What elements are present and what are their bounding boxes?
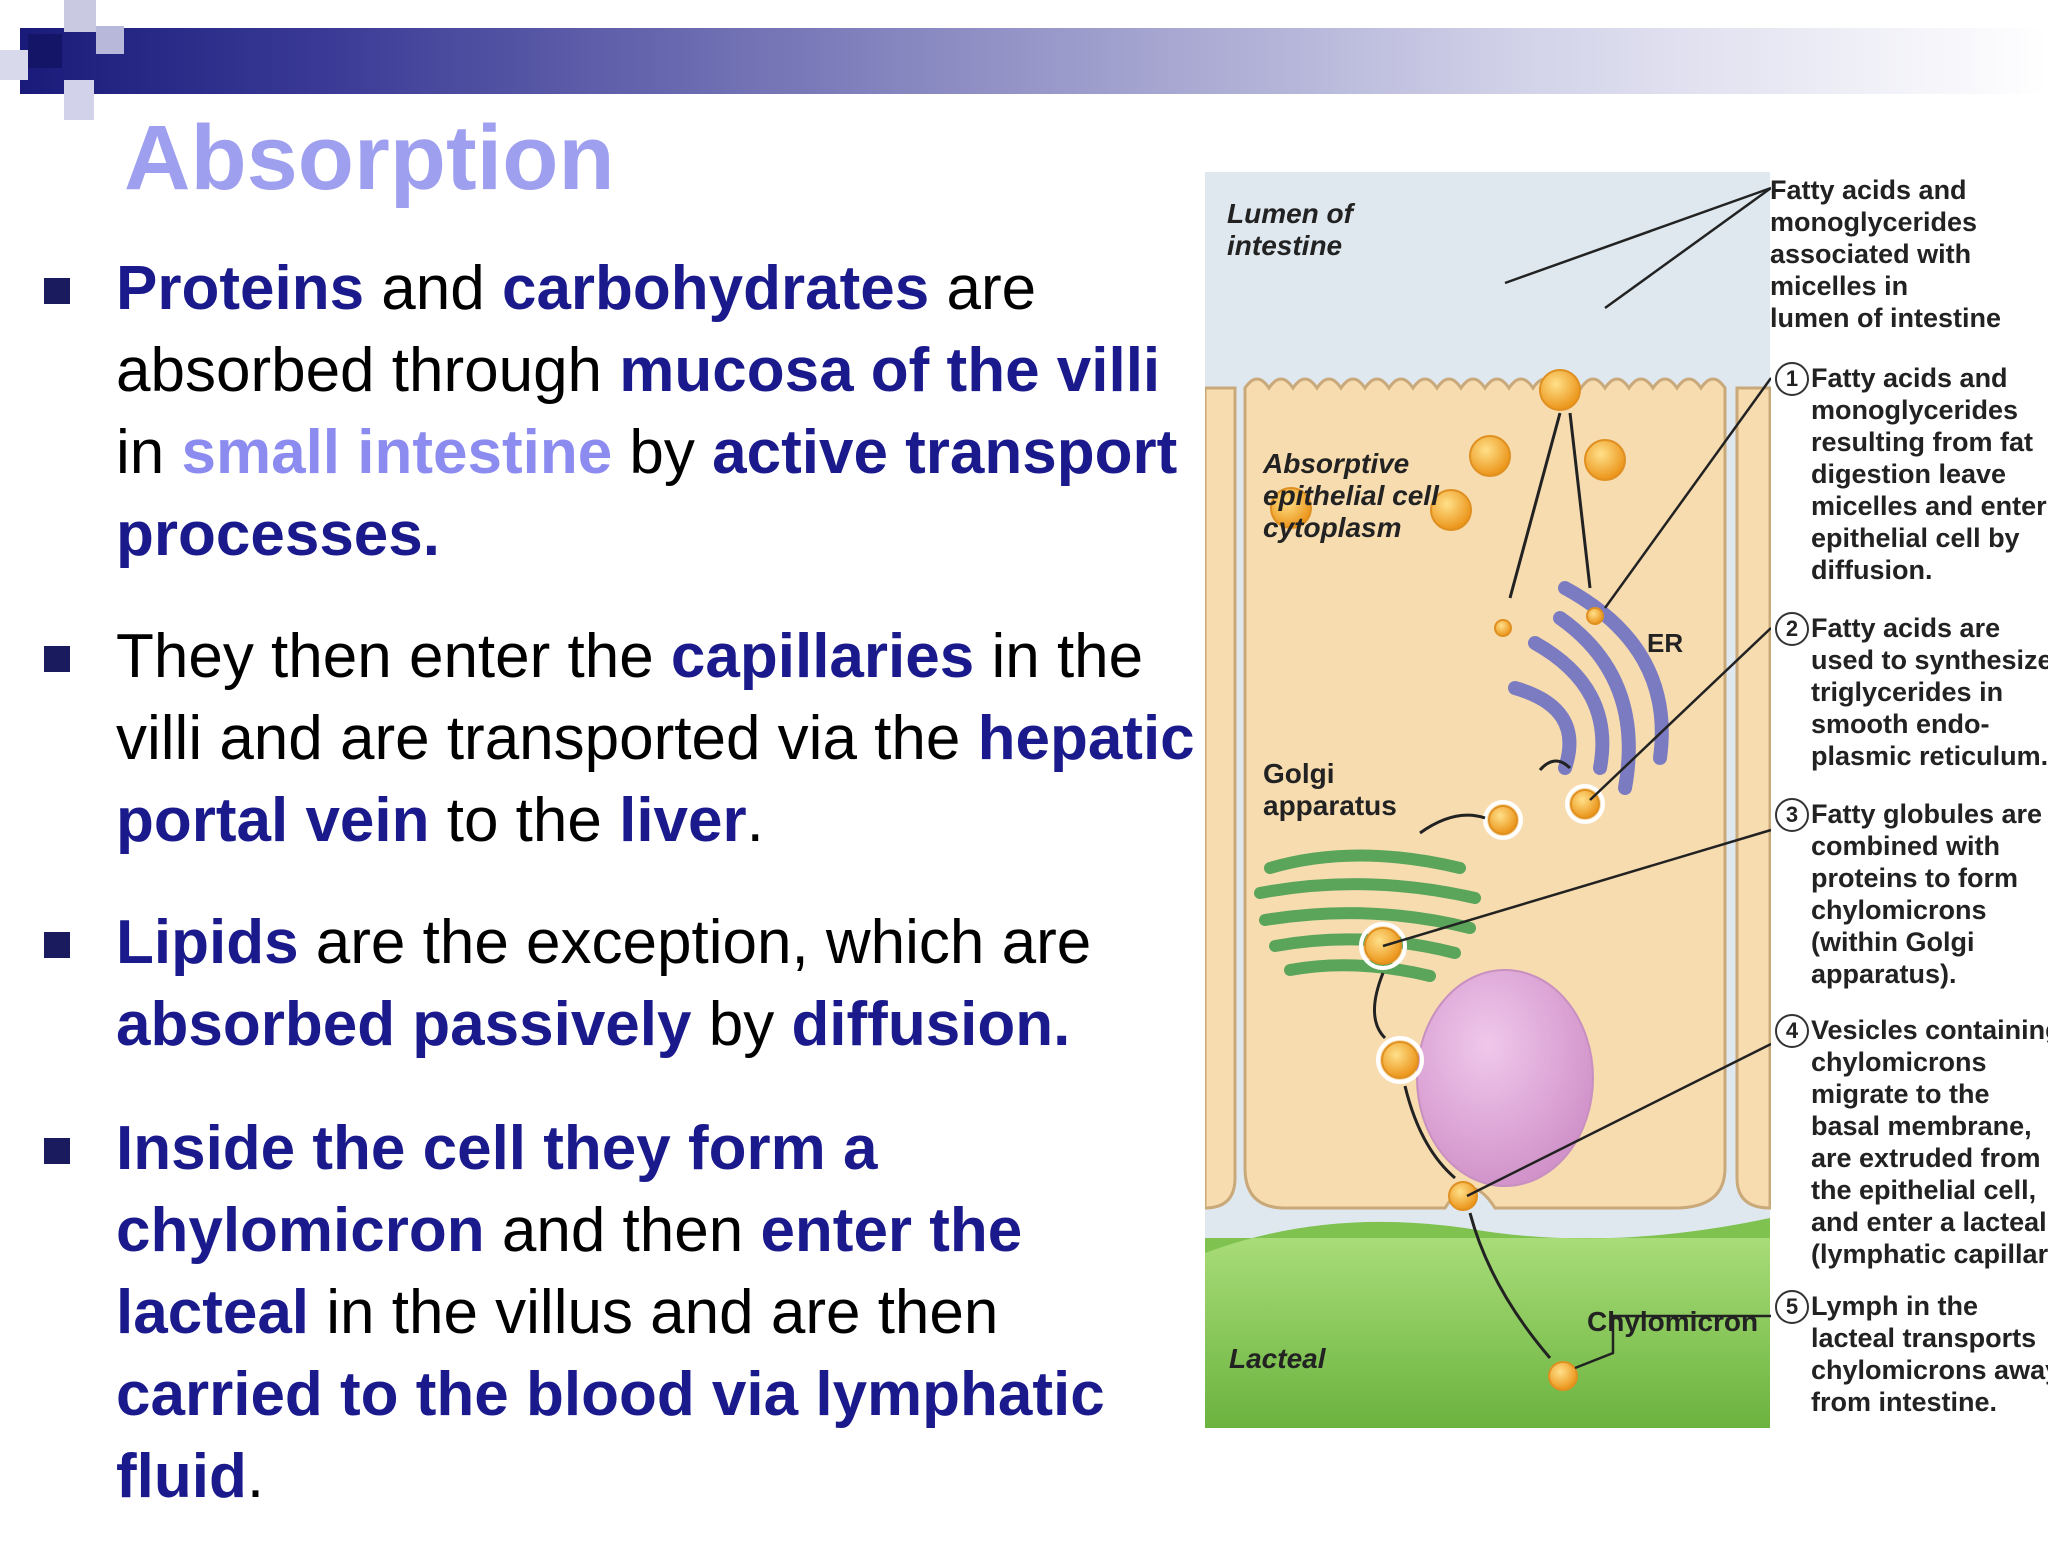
micelle-droplets [1270, 369, 1626, 531]
label-cytoplasm: Absorptive epithelial cell cytoplasm [1263, 448, 1439, 543]
bullet-text-run: carried to the blood via lymphatic fluid [116, 1360, 1105, 1511]
lipid-absorption-diagram: ER [1205, 168, 2048, 1428]
bullet-text-run: capillaries [670, 622, 975, 691]
leader-lines [1382, 186, 1773, 1370]
bullet-text-run: They then enter the [116, 622, 671, 691]
header-square-light [64, 80, 94, 120]
bullet-item: They then enter the capillaries in the v… [38, 616, 1198, 862]
bullet-text-run: by [612, 418, 713, 487]
bullet-text-run: and then [484, 1196, 761, 1265]
bullet-item: Proteins and carbohydrates are absorbed … [38, 248, 1198, 576]
epithelial-cell [1243, 377, 1727, 1210]
bullet-marker [44, 646, 70, 672]
vesicles [1359, 784, 1605, 1084]
bullet-text-run: hepatic portal vein [116, 704, 1195, 855]
header-gradient-bar [20, 28, 2048, 94]
bullet-text-run: in [116, 418, 182, 487]
bullet-text-run: to the [429, 786, 620, 855]
bullet-text-run: in the villus and are then [309, 1278, 999, 1347]
bullet-text-run: by [691, 990, 792, 1059]
golgi-apparatus [1254, 849, 1481, 982]
bullet-text-run: enter the lacteal [116, 1196, 1023, 1347]
nucleus [1416, 969, 1594, 1187]
bullet-marker [44, 932, 70, 958]
bullet-text-run: are absorbed through [116, 254, 1037, 405]
bullet-text-run: . [746, 786, 764, 855]
bullet-text-run: liver [619, 786, 747, 855]
bullet-text-run: . [246, 1442, 265, 1511]
bullet-text-run: and [364, 254, 502, 323]
neighbor-cell-left [1205, 386, 1237, 1210]
bullet-text: They then enter the capillaries in the v… [116, 622, 1195, 855]
lacteal-wall [1205, 1218, 1770, 1253]
neighbor-cell-right [1735, 386, 1772, 1210]
header-square-light [0, 50, 28, 80]
header-square-dark [28, 34, 62, 68]
annotation-text: Lymph in the lacteal transports chylomic… [1811, 1291, 2048, 1417]
bullet-text-run: Proteins [116, 254, 365, 323]
bullet-text-run: active transport processes. [116, 418, 1178, 569]
step-number-badge: 1 [1775, 362, 1809, 396]
bullet-text-run: are the exception, which are [298, 908, 1092, 977]
annotation-text: Fatty acids and monoglycerides resulting… [1811, 363, 2047, 585]
bullet-item: Inside the cell they form a chylomicron … [38, 1108, 1198, 1518]
label-golgi: Golgi apparatus [1263, 758, 1397, 821]
bullet-text-run: mucosa of the villi [619, 336, 1161, 405]
lacteal-region [1205, 1238, 1770, 1428]
bullet-list: Proteins and carbohydrates are absorbed … [38, 248, 1198, 1558]
header-square-light [96, 26, 124, 54]
bullet-text: Proteins and carbohydrates are absorbed … [116, 254, 1177, 569]
bullet-text: Lipids are the exception, which are abso… [116, 908, 1091, 1059]
bullet-text-run: small intestine [181, 418, 613, 487]
bullet-item: Lipids are the exception, which are abso… [38, 902, 1198, 1066]
annotation-column-bg [1771, 168, 2048, 1428]
annotation-text: Vesicles containing chylomicrons migrate… [1811, 1015, 2048, 1269]
slide-title: Absorption [124, 107, 615, 209]
bullet-text-run: carbohydrates [501, 254, 930, 323]
bullet-text: Inside the cell they form a chylomicron … [116, 1114, 1105, 1511]
step-number-badge: 4 [1775, 1014, 1809, 1048]
bullet-text-run: Lipids [116, 908, 299, 977]
step-number-badge: 5 [1775, 1290, 1809, 1324]
annotation-micelles: Fatty acids and monoglycerides associate… [1770, 174, 2048, 334]
label-chylomicron: Chylomicron [1587, 1306, 1759, 1337]
annotation-text: Fatty globules are combined with protein… [1811, 799, 2043, 989]
bullet-text-run: Inside the cell they form a chylomicron [116, 1114, 878, 1265]
bullet-text-run: diffusion. [791, 990, 1071, 1059]
bullet-marker [44, 1138, 70, 1164]
header-square-light [64, 0, 96, 32]
annotation-text: Fatty acids and monoglycerides associate… [1770, 175, 2002, 333]
step-number-badge: 3 [1775, 798, 1809, 832]
diagram-artwork: ER [1205, 168, 2048, 1428]
label-lacteal: Lacteal [1229, 1343, 1326, 1374]
bullet-text-run: absorbed passively [116, 990, 692, 1059]
step-number-badge: 2 [1775, 612, 1809, 646]
label-lumen: Lumen of intestine [1227, 198, 1353, 261]
bullet-marker [44, 278, 70, 304]
bullet-text-run: in the villi and are transported via the [116, 622, 1144, 773]
annotation-text: Fatty acids are used to synthesize trigl… [1811, 613, 2048, 771]
pathway-arrows [1373, 412, 1592, 1359]
svg-text:ER: ER [1647, 628, 1683, 658]
